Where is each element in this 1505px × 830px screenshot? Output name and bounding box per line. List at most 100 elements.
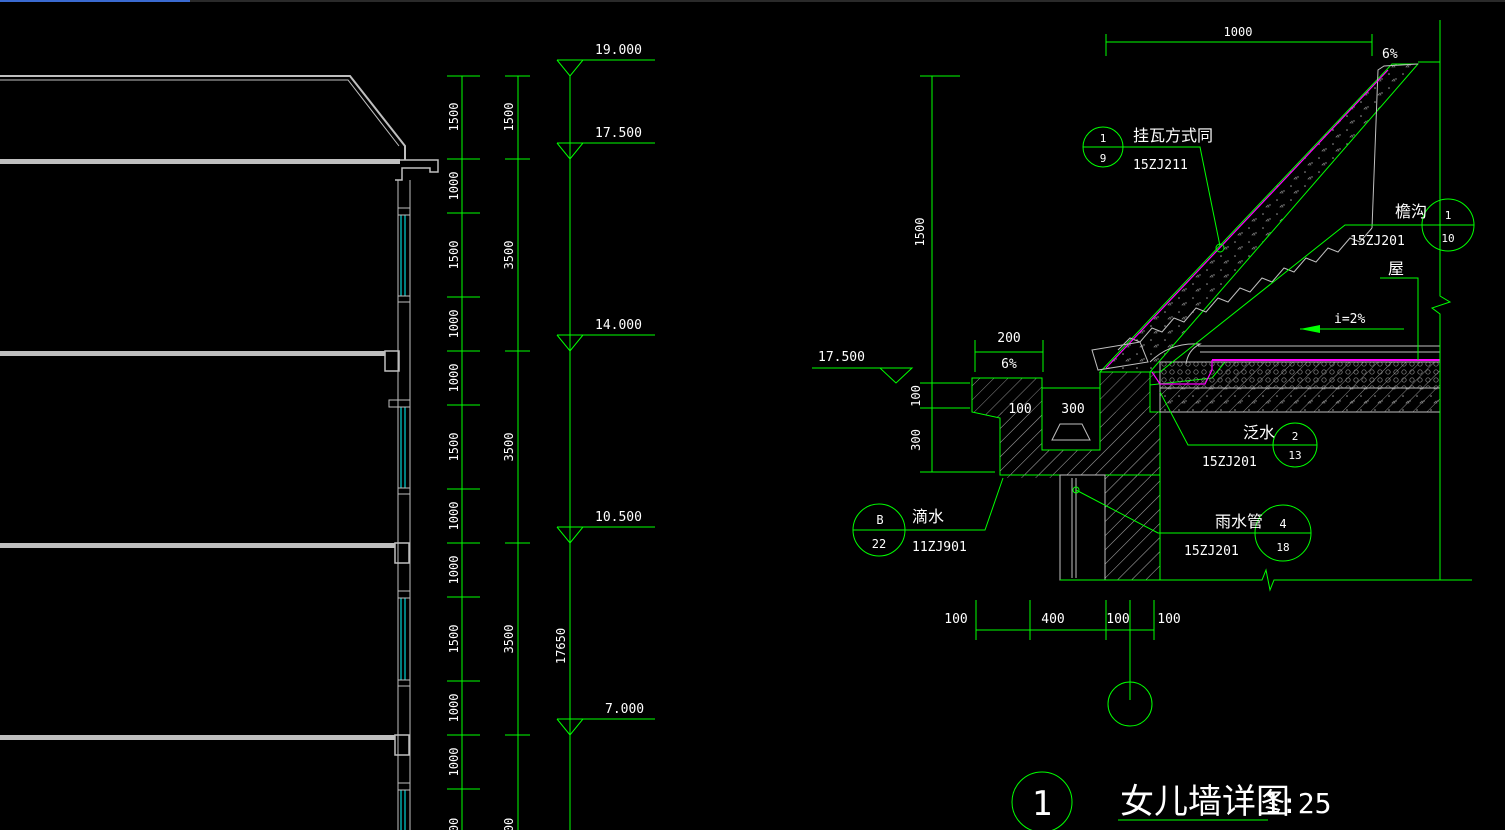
parapet-detail-geometry — [971, 20, 1472, 592]
middle-dim-1: 1500 — [502, 103, 516, 132]
ref-drip-num: B — [876, 513, 883, 527]
bottom-dim-3: 100 — [1106, 612, 1129, 627]
wall-column — [1104, 474, 1161, 581]
title-number: 1 — [1032, 784, 1052, 824]
middle-dim-2: 3500 — [502, 241, 516, 270]
middle-ticks — [505, 75, 530, 736]
elevation-marker-17500 — [556, 142, 655, 160]
slope-arrow-head — [1300, 325, 1320, 333]
inner-ticks — [447, 75, 480, 790]
bottom-dim-4: 100 — [1157, 612, 1180, 627]
gutter-inner-left: 100 — [1008, 402, 1031, 417]
viewport-edge — [0, 0, 190, 2]
building-section — [0, 75, 439, 830]
beam-4 — [384, 350, 400, 372]
ref-flashing-num: 2 — [1292, 430, 1299, 443]
sloped-roof-slab — [1098, 63, 1420, 373]
elevation-marker-14000 — [556, 334, 655, 352]
ref-downpipe-code: 15ZJ201 — [1184, 544, 1239, 559]
ref-downpipe-label: 雨水管 — [1215, 512, 1263, 531]
slab-floor-2 — [0, 735, 395, 740]
beam-2 — [394, 734, 410, 756]
inner-dim-12: 00 — [447, 818, 461, 830]
ref-tile-sheet: 9 — [1100, 152, 1107, 165]
break-line-horizontal — [1060, 568, 1472, 592]
middle-dim-3: 3500 — [502, 433, 516, 462]
inner-dim-5: 1000 — [447, 364, 461, 393]
ref-tile-code: 15ZJ211 — [1133, 158, 1188, 173]
gutter-lip — [1149, 343, 1202, 365]
title-text: 女儿墙详图 — [1120, 782, 1290, 822]
gutter-channel — [1041, 387, 1101, 451]
gutter-width-top: 200 — [997, 331, 1020, 346]
slab-floor-3 — [0, 543, 395, 548]
elevation-marker-7000 — [556, 718, 655, 736]
roof-structural-slab — [1159, 387, 1441, 413]
ref-drip-sheet: 22 — [872, 537, 886, 551]
inner-dim-10: 1000 — [447, 694, 461, 723]
elevation-marker-19000 — [556, 59, 655, 77]
inner-dim-9: 1500 — [447, 625, 461, 654]
inner-dim-7: 1000 — [447, 502, 461, 531]
roof-slope-label: i=2% — [1334, 312, 1365, 327]
windows — [400, 215, 406, 830]
ref-flashing-label: 泛水 — [1243, 423, 1275, 442]
ref-downpipe-sheet: 18 — [1276, 541, 1289, 554]
title-bubble — [1011, 771, 1073, 830]
inner-dim-1: 1500 — [447, 103, 461, 132]
ref-gutter-sheet: 10 — [1441, 232, 1454, 245]
ref-tile-label: 挂瓦方式同 — [1133, 126, 1213, 145]
roof-inner-line — [0, 79, 400, 147]
ref-downpipe-num: 4 — [1279, 517, 1286, 531]
bottom-dim-2: 400 — [1041, 612, 1064, 627]
elevation-label-19000: 19.000 — [595, 43, 642, 58]
ref-gutter-label: 檐沟 — [1395, 202, 1427, 221]
inner-dim-6: 1500 — [447, 433, 461, 462]
elevation-label-14000: 14.000 — [595, 318, 642, 333]
slab-floor-4 — [0, 351, 385, 356]
roof-outline — [0, 75, 406, 160]
elevation-marker-10500 — [556, 526, 655, 544]
detail-leader-lines — [852, 126, 1475, 830]
ridge-tile — [1091, 341, 1149, 371]
middle-dim-4: 3500 — [502, 625, 516, 654]
roof-insulation-layer — [1159, 361, 1441, 389]
ref-flashing-code: 15ZJ201 — [1202, 455, 1257, 470]
top-dim-1000: 1000 — [1224, 25, 1253, 39]
left-dimension-chains — [447, 59, 655, 830]
roof-tiles — [1117, 63, 1419, 351]
elevation-label-17500: 17.500 — [595, 126, 642, 141]
total-height-dim: 17650 — [554, 628, 568, 664]
break-line-vertical — [1430, 20, 1452, 580]
flashing-membrane — [1151, 360, 1213, 385]
ref-gutter-code: 15ZJ201 — [1350, 234, 1405, 249]
eaves-gutter — [395, 159, 439, 181]
gutter-inner-width: 300 — [1061, 402, 1084, 417]
ref-drip-label: 滴水 — [912, 507, 944, 526]
inner-dim-8: 1000 — [447, 556, 461, 585]
inner-dim-11: 1000 — [447, 748, 461, 777]
vertical-dim-100: 100 — [909, 385, 923, 407]
slab-roof — [0, 159, 400, 164]
gutter-outlet — [1051, 423, 1091, 441]
title-scale: 1:25 — [1264, 787, 1331, 820]
detail-elevation-label: 17.500 — [818, 350, 865, 365]
axis-bubble — [1107, 681, 1153, 727]
bottom-dim-1: 100 — [944, 612, 967, 627]
roof-label: 屋 — [1388, 259, 1404, 278]
vertical-dim-300: 300 — [909, 429, 923, 451]
beam-3 — [394, 542, 410, 564]
middle-dim-5: 00 — [502, 818, 516, 830]
waterproof-membrane-slope — [1105, 69, 1389, 369]
top-slope-label: 6% — [1382, 47, 1398, 62]
vertical-dim-1500: 1500 — [913, 218, 927, 247]
elevation-label-10500: 10.500 — [595, 510, 642, 525]
ref-gutter-num: 1 — [1445, 209, 1452, 222]
inner-dim-3: 1500 — [447, 241, 461, 270]
ref-flashing-sheet: 13 — [1288, 449, 1301, 462]
inner-dim-2: 1000 — [447, 172, 461, 201]
elevation-label-7000: 7.000 — [605, 702, 644, 717]
ref-tile-num: 1 — [1100, 132, 1107, 145]
gutter-slope: 6% — [1001, 357, 1017, 372]
